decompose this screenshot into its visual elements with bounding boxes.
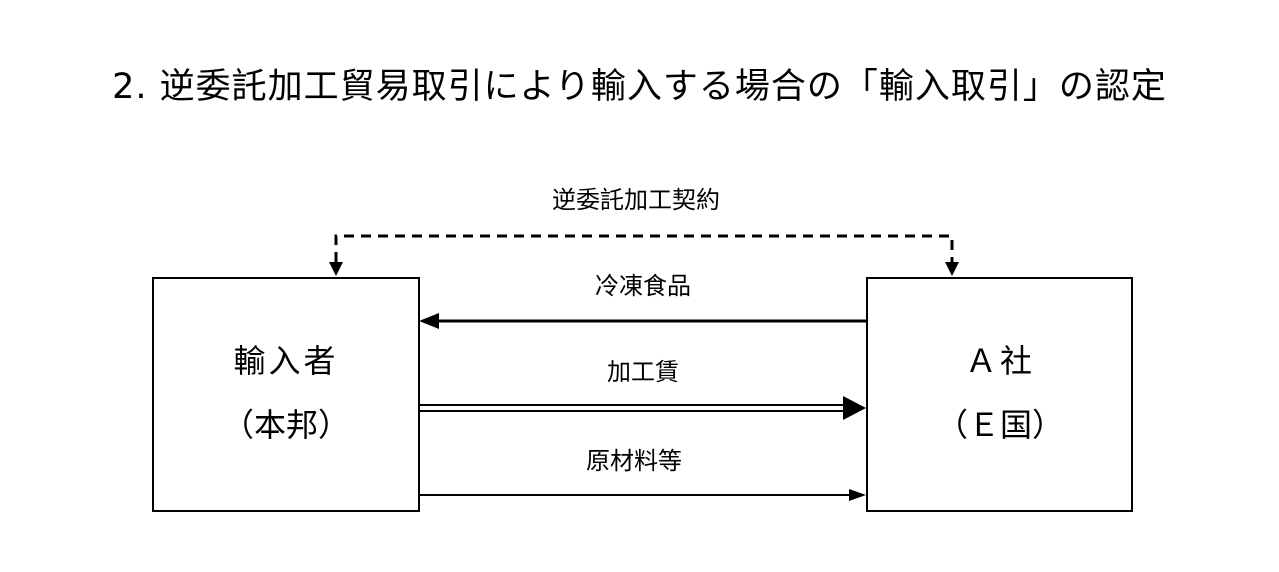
raw-materials-arrowhead (849, 489, 866, 501)
company-a-name: Ａ社 (965, 342, 1035, 380)
processing-fee-label: 加工賃 (607, 358, 679, 386)
processing-fee-arrowhead (843, 396, 866, 420)
company-a-country: （Ｅ国） (936, 406, 1064, 444)
frozen-food-arrowhead (419, 313, 439, 329)
frozen-food-label: 冷凍食品 (595, 272, 691, 300)
company-a-box (866, 277, 1133, 512)
importer-box (152, 277, 420, 512)
contract-dashed-line (334, 234, 954, 262)
contract-arrowhead-left (329, 262, 343, 276)
page-title: 2. 逆委託加工貿易取引により輸入する場合の「輸入取引」の認定 (112, 67, 1167, 107)
importer-name: 輸入者 (233, 342, 338, 380)
raw-materials-label: 原材料等 (586, 447, 682, 475)
contract-arrowhead-right (945, 262, 959, 276)
importer-country: （本邦） (222, 406, 350, 444)
contract-label: 逆委託加工契約 (552, 186, 720, 214)
